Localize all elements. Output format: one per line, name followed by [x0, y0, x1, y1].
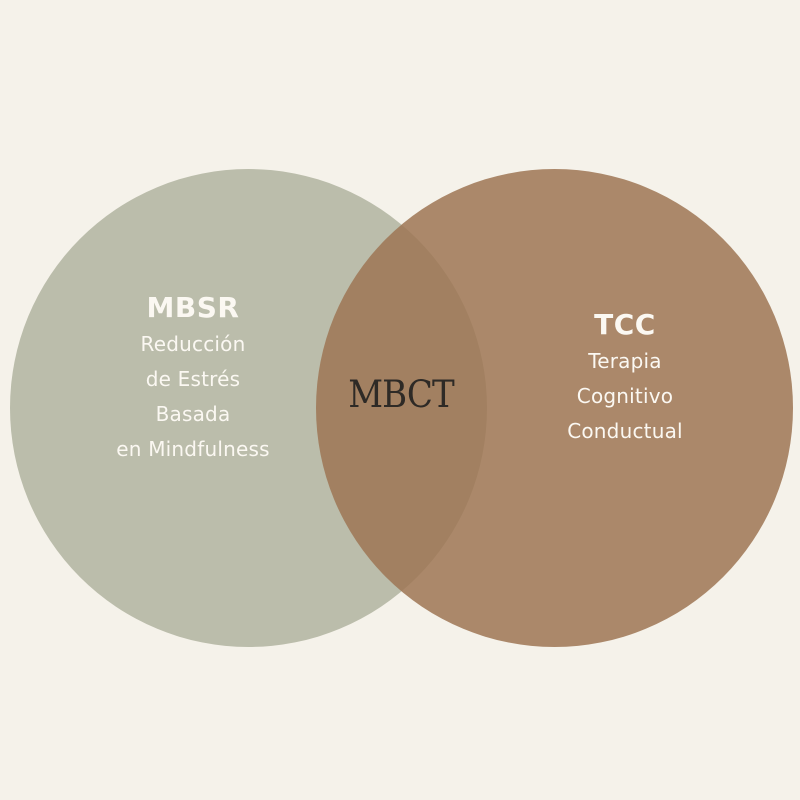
tcc-line: Cognitivo	[576, 384, 674, 408]
mbsr-title: MBSR	[146, 291, 240, 324]
tcc-line: Conductual	[567, 419, 683, 443]
tcc-line: Terapia	[588, 349, 662, 373]
mbsr-line: Reducción	[140, 332, 246, 356]
mbct-intersection-label: MBCT	[348, 373, 455, 416]
mbsr-label: MBSR Reducción de Estrés Basada en Mindf…	[93, 289, 293, 467]
mbsr-line: Basada	[155, 402, 231, 426]
mbsr-line: de Estrés	[145, 367, 241, 391]
tcc-circle	[316, 169, 793, 647]
tcc-title: TCC	[594, 308, 656, 341]
mbsr-line: en Mindfulness	[116, 437, 270, 461]
tcc-label: TCC Terapia Cognitivo Conductual	[525, 306, 725, 449]
